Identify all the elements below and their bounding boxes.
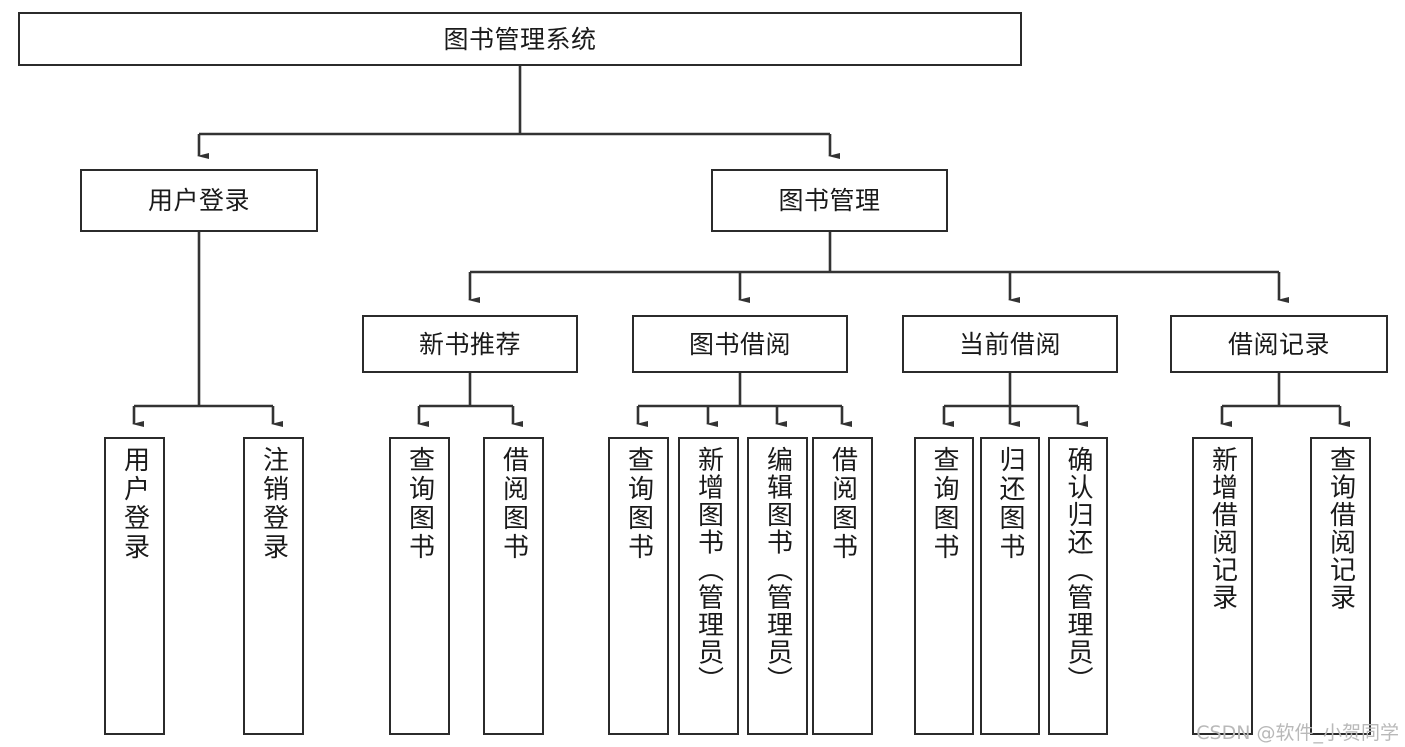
node-label: 查询图书 <box>404 446 435 562</box>
leaf-query-book-borrow[interactable]: 查询图书 <box>608 437 669 735</box>
leaf-logout[interactable]: 注销登录 <box>243 437 304 735</box>
node-label: 借阅图书 <box>498 446 529 562</box>
node-new-book-recommend[interactable]: 新书推荐 <box>362 315 578 373</box>
node-book-borrow[interactable]: 图书借阅 <box>632 315 848 373</box>
node-current-borrow[interactable]: 当前借阅 <box>902 315 1118 373</box>
node-label: 用户登录 <box>147 186 250 215</box>
leaf-add-book-admin[interactable]: 新增图书（管理员） <box>678 437 739 735</box>
leaf-edit-book-admin[interactable]: 编辑图书（管理员） <box>747 437 808 735</box>
leaf-query-borrow-record[interactable]: 查询借阅记录 <box>1310 437 1371 735</box>
node-label: 借阅图书 <box>827 446 858 562</box>
leaf-query-book-recommend[interactable]: 查询图书 <box>389 437 450 735</box>
node-label: 查询图书 <box>929 446 960 562</box>
node-label: 新书推荐 <box>418 329 521 359</box>
leaf-confirm-return-admin[interactable]: 确认归还（管理员） <box>1048 437 1108 735</box>
node-label: 归还图书 <box>995 446 1026 562</box>
node-label: 图书借阅 <box>688 329 791 359</box>
node-label: 当前借阅 <box>958 329 1061 359</box>
leaf-user-login[interactable]: 用户登录 <box>104 437 165 735</box>
node-label: 查询借阅记录 <box>1325 446 1356 611</box>
node-label: 查询图书 <box>623 446 654 562</box>
leaf-borrow-book[interactable]: 借阅图书 <box>812 437 873 735</box>
node-book-management[interactable]: 图书管理 <box>711 169 948 232</box>
node-label: 图书管理系统 <box>443 24 597 54</box>
node-user-login[interactable]: 用户登录 <box>80 169 318 232</box>
node-label: 确认归还（管理员） <box>1063 446 1094 694</box>
node-label: 图书管理 <box>778 186 881 215</box>
leaf-query-book-current[interactable]: 查询图书 <box>914 437 974 735</box>
node-label: 新增借阅记录 <box>1207 446 1238 611</box>
node-label: 编辑图书（管理员） <box>762 446 793 694</box>
csdn-watermark: CSDN @软件_小贺同学 <box>1196 722 1399 744</box>
leaf-borrow-book-recommend[interactable]: 借阅图书 <box>483 437 544 735</box>
node-label: 新增图书（管理员） <box>693 446 724 694</box>
leaf-return-book[interactable]: 归还图书 <box>980 437 1040 735</box>
node-label: 借阅记录 <box>1227 329 1330 359</box>
node-borrow-record[interactable]: 借阅记录 <box>1170 315 1388 373</box>
node-root-book-management-system[interactable]: 图书管理系统 <box>18 12 1022 66</box>
leaf-add-borrow-record[interactable]: 新增借阅记录 <box>1192 437 1253 735</box>
node-label: 用户登录 <box>119 446 150 562</box>
node-label: 注销登录 <box>258 446 289 562</box>
